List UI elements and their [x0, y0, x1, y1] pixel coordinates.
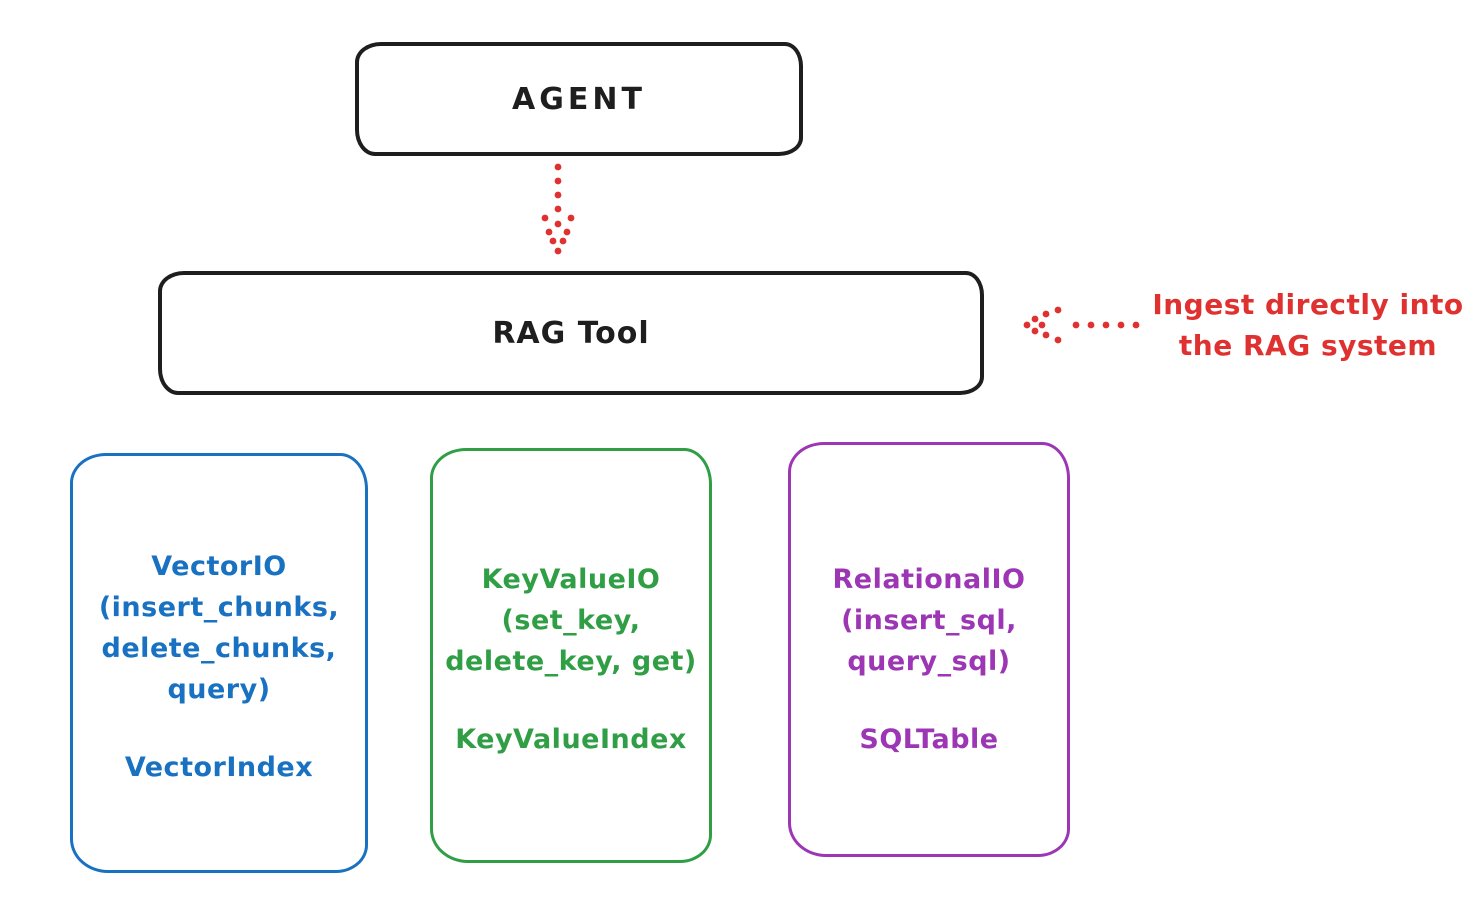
- relational-io-index: SQLTable: [859, 724, 999, 755]
- dotted-arrow-left-icon: [1023, 306, 1140, 344]
- dotted-arrow-down-icon: [541, 163, 575, 255]
- relational-io-node: RelationalIO (insert_sql, query_sql) SQL…: [788, 442, 1070, 857]
- rag-tool-node: RAG Tool: [158, 271, 984, 395]
- agent-node-label: AGENT: [512, 81, 646, 117]
- relational-io-methods: RelationalIO (insert_sql, query_sql): [832, 564, 1026, 677]
- vector-io-methods: VectorIO (insert_chunks, delete_chunks, …: [98, 551, 340, 705]
- key-value-io-node: KeyValueIO (set_key, delete_key, get) Ke…: [430, 448, 712, 863]
- ingest-annotation: Ingest directly into the RAG system: [1152, 288, 1464, 362]
- vector-io-index: VectorIndex: [124, 752, 314, 783]
- key-value-io-index: KeyValueIndex: [455, 724, 687, 755]
- key-value-io-methods: KeyValueIO (set_key, delete_key, get): [445, 564, 697, 677]
- agent-node: AGENT: [355, 42, 803, 156]
- vector-io-node: VectorIO (insert_chunks, delete_chunks, …: [70, 453, 368, 873]
- rag-tool-node-label: RAG Tool: [492, 315, 650, 351]
